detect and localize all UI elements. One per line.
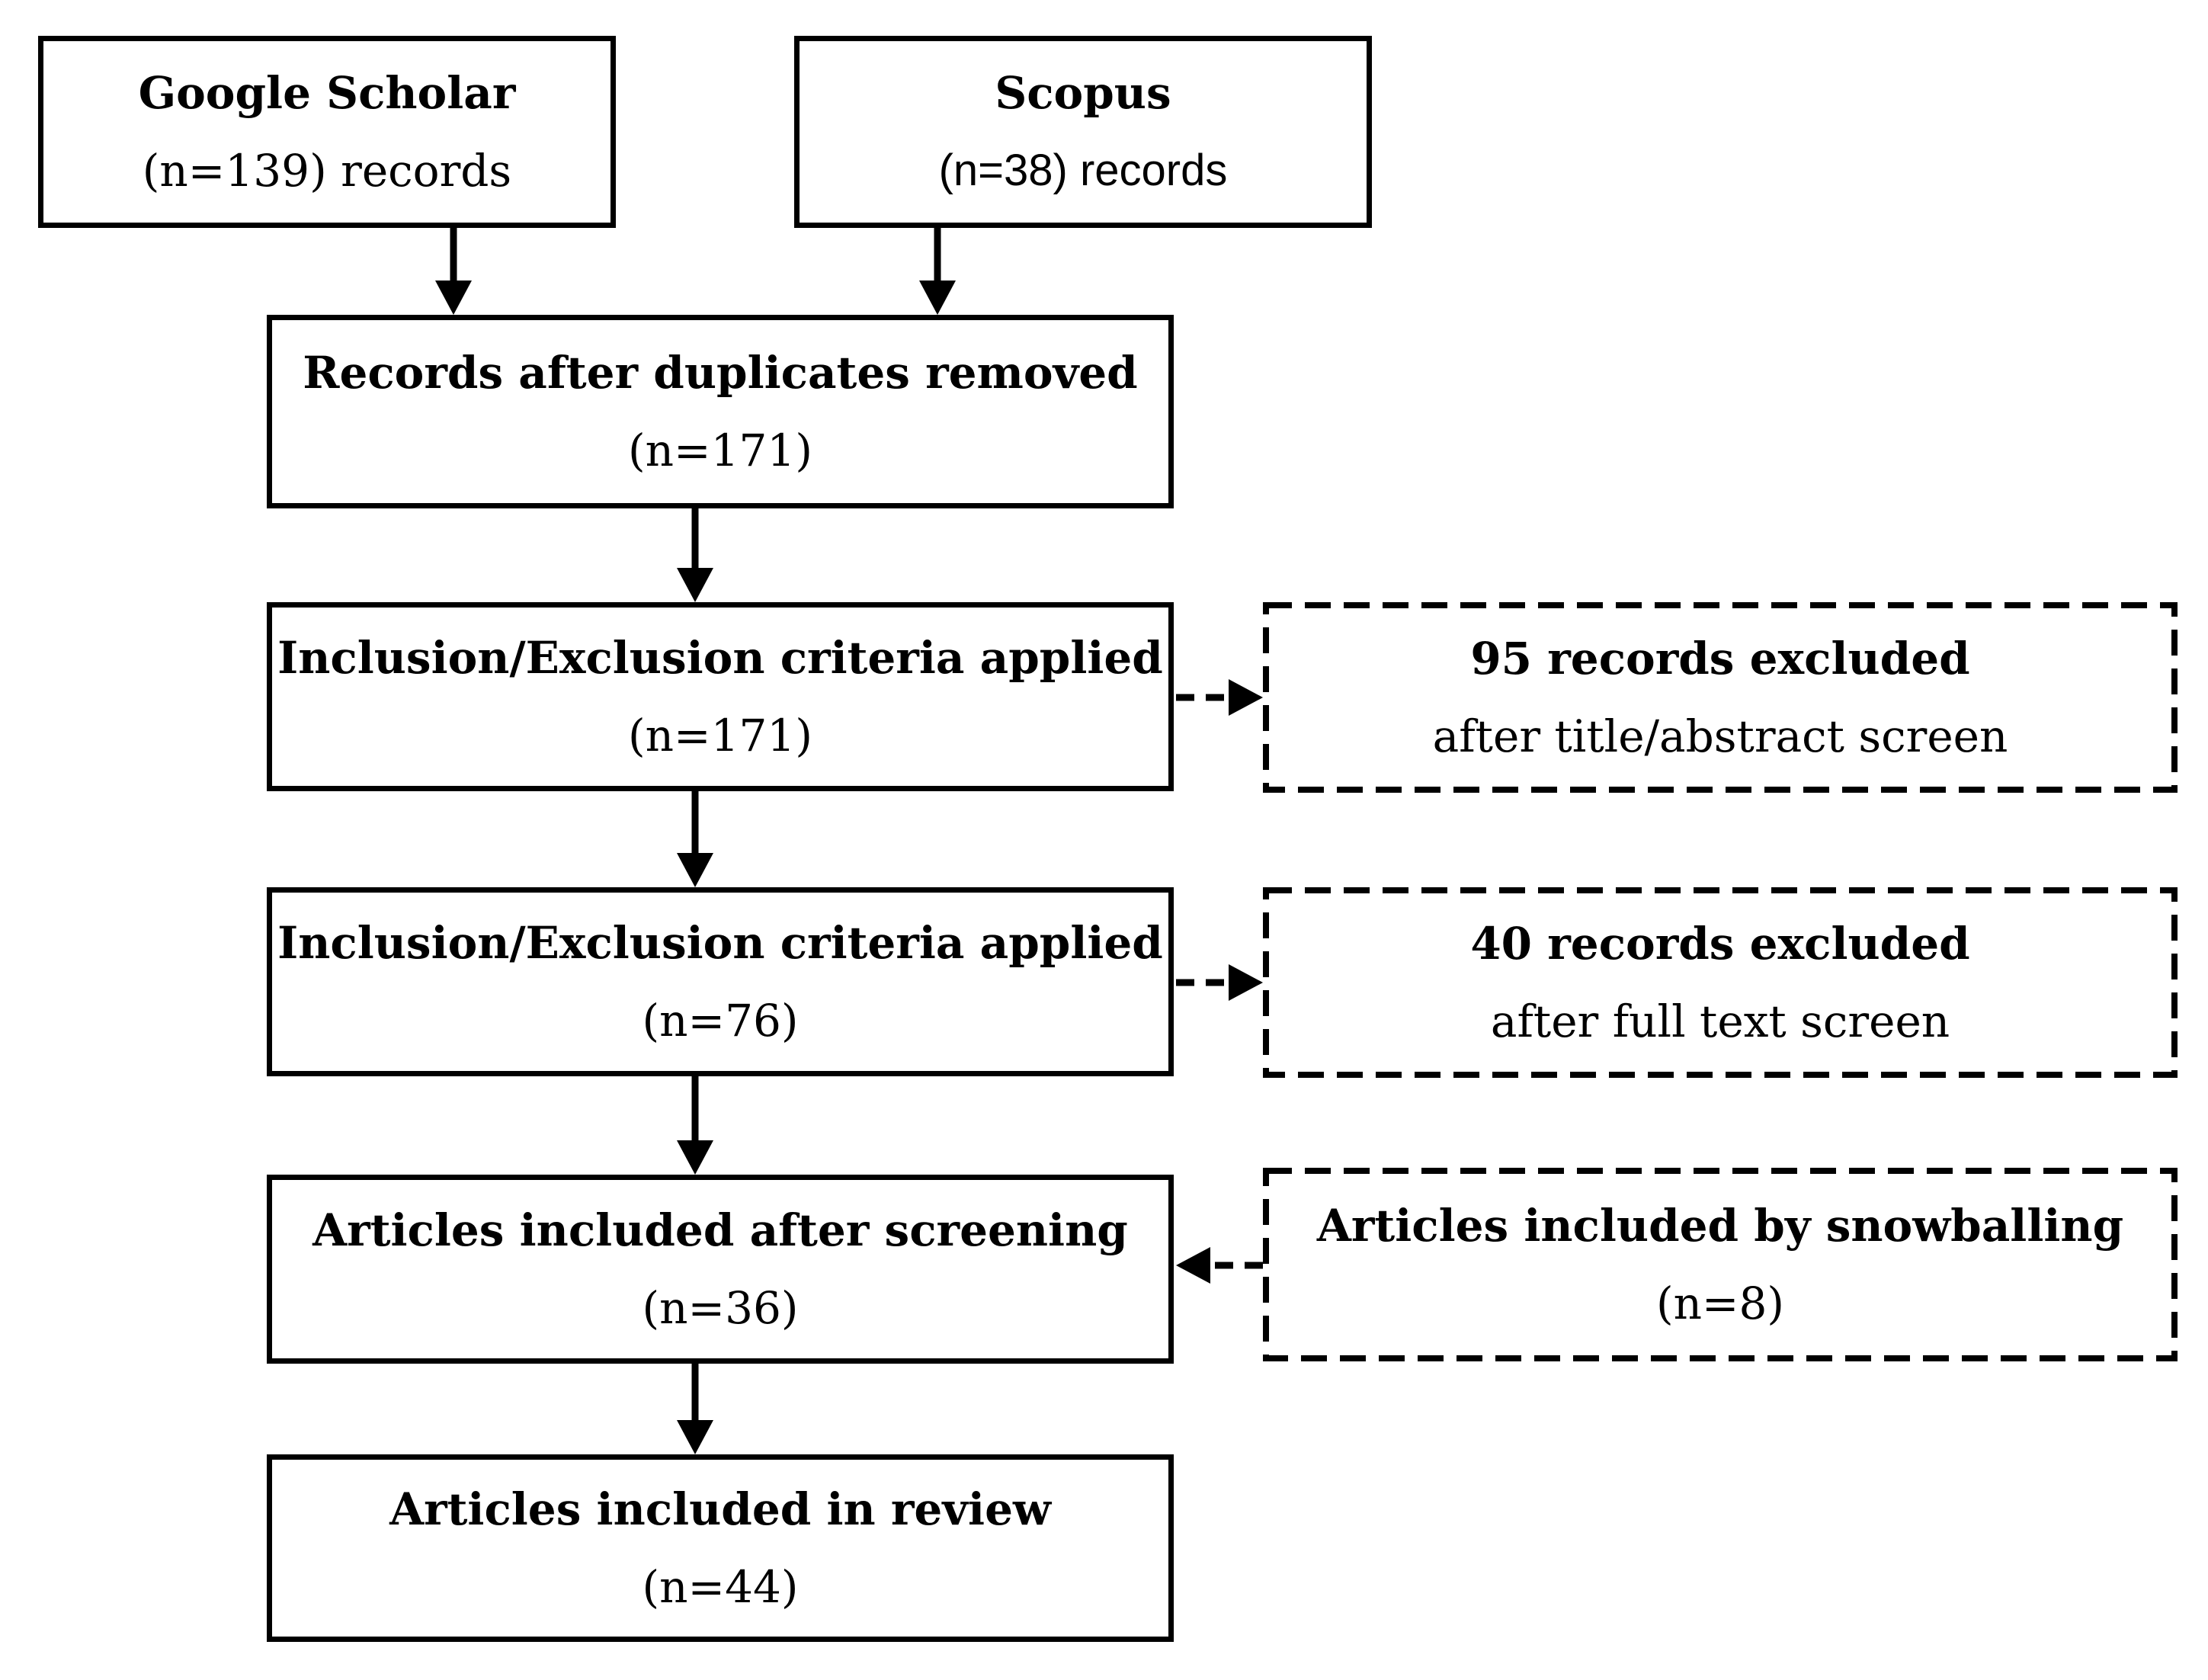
- criteria2-subtitle: (n=76): [642, 995, 799, 1047]
- google-scholar-subtitle: (n=139) records: [142, 145, 512, 197]
- box-inclusion-exclusion-n171: Inclusion/Exclusion criteria applied (n=…: [267, 602, 1174, 791]
- snowballing-subtitle: (n=8): [1655, 1278, 1785, 1329]
- snowballing-title: Articles included by snowballing: [1316, 1200, 2124, 1252]
- box-40-records-excluded: 40 records excluded after full text scre…: [1263, 887, 2178, 1078]
- screening-title: Articles included after screening: [312, 1204, 1128, 1256]
- criteria2-title: Inclusion/Exclusion criteria applied: [277, 917, 1163, 969]
- excluded40-title: 40 records excluded: [1470, 918, 1970, 970]
- arrow-scopus-to-dedup-icon: [919, 228, 956, 315]
- box-articles-included-by-snowballing: Articles included by snowballing (n=8): [1263, 1168, 2178, 1361]
- scopus-subtitle: (n=38) records: [938, 146, 1228, 195]
- dedup-subtitle: (n=171): [628, 425, 812, 476]
- scopus-title: Scopus: [995, 67, 1171, 119]
- arrow-criteria2-to-screening-icon: [677, 1076, 713, 1175]
- criteria1-title: Inclusion/Exclusion criteria applied: [277, 632, 1163, 684]
- arrow-screening-to-review-icon: [677, 1364, 713, 1454]
- box-inclusion-exclusion-n76: Inclusion/Exclusion criteria applied (n=…: [267, 887, 1174, 1076]
- criteria1-subtitle: (n=171): [628, 710, 812, 761]
- box-95-records-excluded: 95 records excluded after title/abstract…: [1263, 602, 2178, 793]
- dedup-title: Records after duplicates removed: [303, 347, 1138, 399]
- arrow-dedup-to-criteria1-icon: [677, 508, 713, 602]
- excluded40-subtitle: after full text screen: [1490, 995, 1950, 1047]
- box-google-scholar: Google Scholar (n=139) records: [38, 36, 616, 228]
- dashed-arrow-snowballing-to-screening-icon: [1176, 1247, 1263, 1284]
- review-title: Articles included in review: [389, 1483, 1051, 1535]
- box-scopus: Scopus (n=38) records: [794, 36, 1372, 228]
- arrow-google-scholar-to-dedup-icon: [435, 228, 472, 315]
- excluded95-subtitle: after title/abstract screen: [1432, 710, 2008, 762]
- screening-subtitle: (n=36): [642, 1282, 799, 1334]
- dashed-arrow-criteria2-to-excluded40-icon: [1176, 964, 1263, 1001]
- arrow-criteria1-to-criteria2-icon: [677, 791, 713, 887]
- excluded95-title: 95 records excluded: [1470, 633, 1970, 685]
- box-articles-included-in-review: Articles included in review (n=44): [267, 1454, 1174, 1642]
- box-records-after-duplicates-removed: Records after duplicates removed (n=171): [267, 315, 1174, 508]
- review-subtitle: (n=44): [642, 1561, 799, 1613]
- box-articles-included-after-screening: Articles included after screening (n=36): [267, 1175, 1174, 1364]
- google-scholar-title: Google Scholar: [138, 67, 516, 119]
- dashed-arrow-criteria1-to-excluded95-icon: [1176, 679, 1263, 716]
